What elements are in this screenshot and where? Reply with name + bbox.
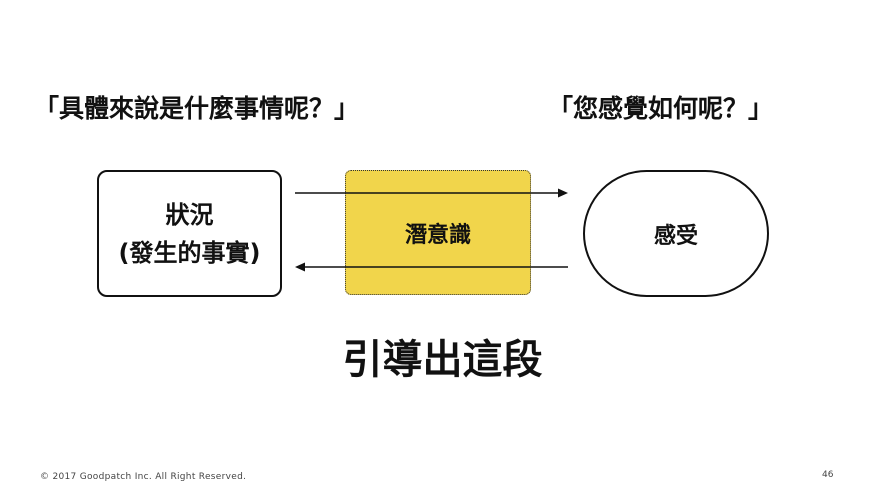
feeling-label: 感受 xyxy=(653,223,698,249)
situation-label: 狀況 xyxy=(165,200,214,229)
headline: 引導出這段 xyxy=(342,337,543,383)
subconscious-node: 潛意識 xyxy=(345,170,531,295)
page-number: 46 xyxy=(822,470,834,480)
question-feeling-quote: 「您感覺如何呢？」 xyxy=(548,94,774,123)
arrow-head-left xyxy=(295,262,305,272)
arrow-head-right xyxy=(558,188,568,198)
feeling-node: 感受 xyxy=(583,170,769,297)
copyright-footer: © 2017 Goodpatch Inc. All Right Reserved… xyxy=(40,472,247,482)
subconscious-label: 潛意識 xyxy=(404,222,471,248)
situation-sublabel: (發生的事實) xyxy=(118,238,261,267)
situation-node: 狀況 (發生的事實) xyxy=(97,170,282,297)
question-specific-quote: 「具體來說是什麼事情呢？」 xyxy=(34,94,360,123)
